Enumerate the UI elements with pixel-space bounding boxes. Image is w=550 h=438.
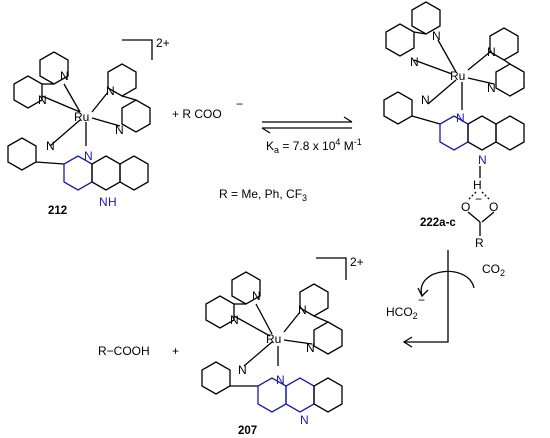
n-atom: N — [300, 413, 309, 427]
compound-number-207: 207 — [238, 425, 257, 437]
charge-212: 2+ — [156, 36, 170, 50]
n-atom: N — [84, 149, 93, 163]
pyridine-ring — [411, 1, 441, 35]
association-constant: Ka = 7.8 x 104 M-1 — [266, 137, 362, 155]
pyridine-ring — [313, 321, 343, 355]
formate-charge: − — [418, 293, 425, 307]
carboxylate-charge: − — [475, 192, 482, 206]
oxygen-atom: O — [489, 200, 498, 214]
co2-reagent: CO2 — [482, 262, 505, 278]
reagent-charge: − — [236, 97, 243, 111]
n-atom: N — [252, 289, 261, 303]
charge-207: 2+ — [350, 255, 364, 269]
carboxylate-reagent: + R COO — [172, 107, 222, 121]
curved-arrow — [420, 270, 475, 297]
saturated-ring — [467, 115, 497, 151]
formate-product: HCO2 — [386, 305, 418, 321]
n-atom: N — [60, 69, 69, 83]
plus-sign: + — [172, 344, 179, 358]
compound-number-212: 212 — [48, 205, 67, 217]
n-atom: N — [106, 84, 115, 98]
pyridine-ring — [385, 23, 415, 57]
pyridine-ring — [39, 51, 69, 85]
ru-atom: Ru — [450, 69, 465, 83]
n-atom: N — [230, 313, 239, 327]
n-atom: N — [478, 153, 487, 167]
n-atom: N — [432, 29, 441, 43]
pyridine-ring — [383, 91, 413, 125]
pyridine-ring — [299, 283, 329, 317]
complex-212: 2+ Ru N N N N N N N H 212 — [7, 36, 170, 217]
pyridine-ring — [7, 137, 37, 171]
nh-hydrogen: H — [108, 195, 117, 209]
n-atom: N — [410, 55, 419, 69]
n-atom: N — [456, 111, 465, 125]
n-atom: N — [306, 341, 315, 355]
pyridine-ring — [495, 63, 525, 97]
charge-bracket-212 — [122, 39, 153, 60]
charge-bracket-207 — [316, 257, 347, 280]
pyridine-ring — [121, 99, 151, 133]
complex-207: 2+ Ru N N N N N N N 207 — [201, 255, 364, 437]
complex-222: Ru N N N N N N N H O O − R 222a-c — [383, 1, 525, 250]
pyridine-ring — [205, 295, 235, 329]
equilibrium-step: + R COO − Ka = 7.8 x 104 M-1 R = Me, Ph,… — [172, 97, 362, 203]
n-atom: N — [238, 363, 247, 377]
acridine-ring-c — [313, 377, 343, 413]
substituent-list: R = Me, Ph, CF3 — [219, 187, 307, 203]
n-atom: N — [115, 123, 124, 137]
cyclohexadiene-ring — [119, 155, 149, 191]
compound-number-222: 222a-c — [420, 217, 456, 229]
n-atom: N — [421, 93, 430, 107]
n-atom: N — [487, 45, 496, 59]
ru-atom: Ru — [266, 332, 281, 346]
pyridine-ring — [231, 271, 261, 305]
reaction-arrow — [404, 250, 449, 343]
n-atom: N — [38, 93, 47, 107]
pyridine-ring — [201, 361, 231, 395]
hydrogen-bond-h: H — [473, 178, 482, 192]
saturated-ring — [91, 155, 121, 191]
r-group: R — [475, 236, 484, 250]
n-atom: N — [46, 139, 55, 153]
pyridine-ring — [107, 63, 137, 97]
oxygen-atom: O — [461, 200, 470, 214]
ru-atom: Ru — [74, 110, 89, 124]
nh-atom: N — [99, 195, 108, 209]
n-atom: N — [298, 303, 307, 317]
n-atom: N — [487, 81, 496, 95]
pyridine-ring — [13, 75, 43, 109]
carboxylic-acid-product: R−COOH — [98, 344, 150, 358]
acridine-ring-b — [285, 377, 315, 413]
cyclohexadiene-ring — [495, 115, 525, 151]
co2-reduction-step: CO2 HCO2 − — [386, 250, 505, 348]
n-atom: N — [276, 373, 285, 387]
